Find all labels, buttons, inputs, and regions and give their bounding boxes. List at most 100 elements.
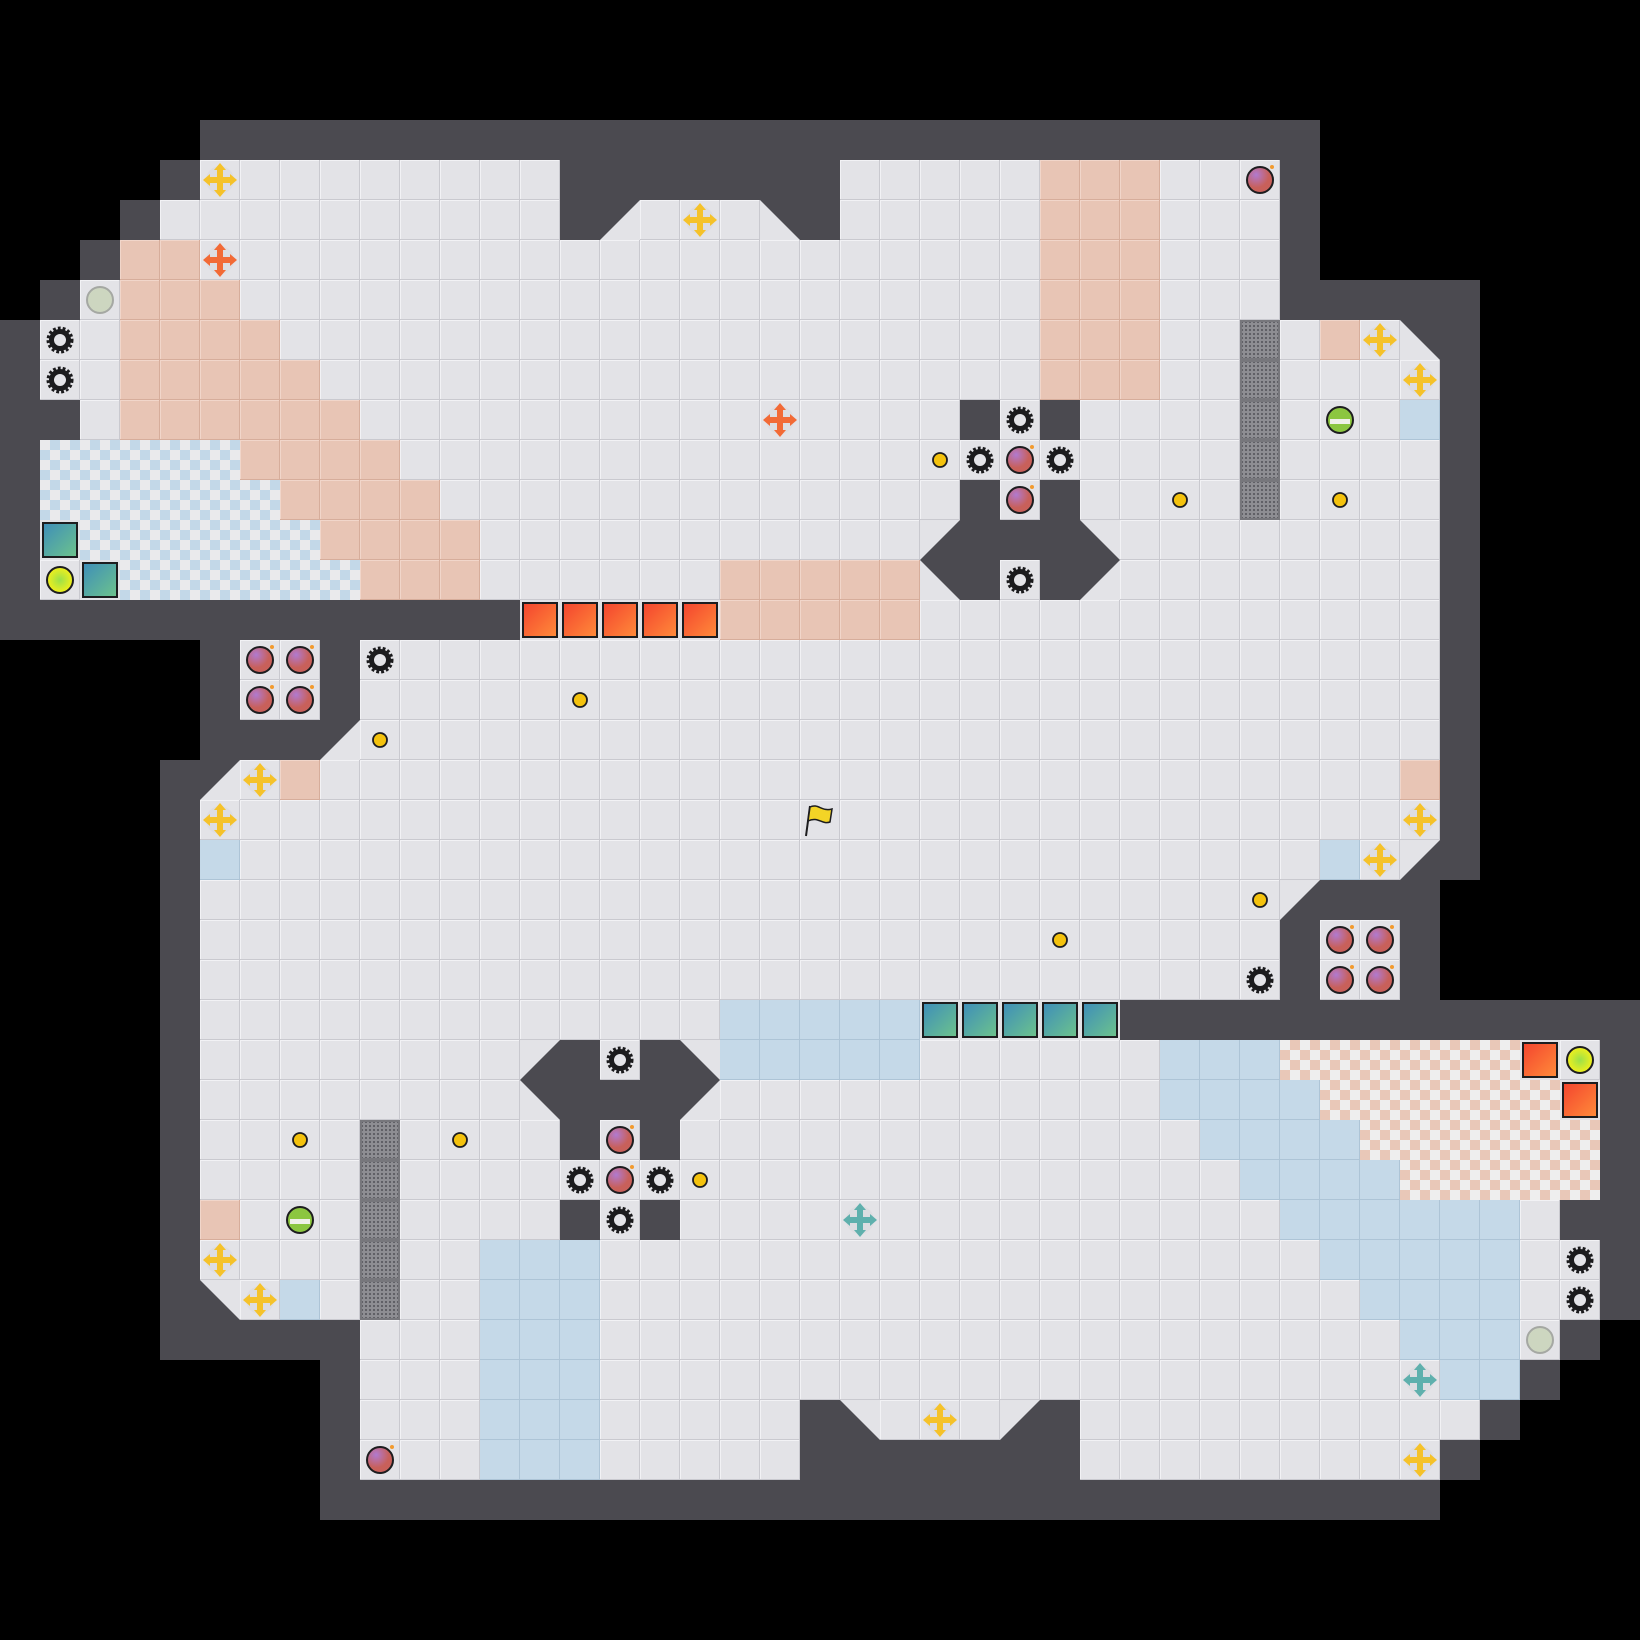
bomb-icon — [600, 1160, 640, 1200]
floor-tile — [1160, 880, 1200, 920]
floor-tile — [720, 840, 760, 880]
floor-tile — [520, 840, 560, 880]
floor-tile — [1280, 520, 1320, 560]
floor-tile — [1000, 360, 1040, 400]
blue-floor-tile — [520, 1240, 560, 1280]
floor-tile — [520, 920, 560, 960]
wall — [800, 200, 840, 240]
metal-grate-tile — [1240, 320, 1280, 360]
blue-floor-tile — [1320, 1120, 1360, 1160]
peach-floor-tile — [1120, 160, 1160, 200]
bomb-icon — [600, 1120, 640, 1160]
floor-tile — [600, 440, 640, 480]
metal-grate-tile — [360, 1200, 400, 1240]
coin-icon[interactable] — [1240, 880, 1280, 920]
floor-tile — [960, 880, 1000, 920]
floor-tile — [1120, 1320, 1160, 1360]
peach-checker-tile — [1560, 1160, 1600, 1200]
floor-tile — [1200, 440, 1240, 480]
floor-tile — [640, 680, 680, 720]
floor-tile — [1240, 920, 1280, 960]
coin-icon[interactable] — [440, 1120, 480, 1160]
wall — [0, 440, 40, 480]
coin-icon[interactable] — [920, 440, 960, 480]
floor-tile — [1120, 880, 1160, 920]
wall — [1400, 280, 1440, 320]
wall — [120, 200, 160, 240]
blue-checker-tile — [80, 480, 120, 520]
floor-tile — [1400, 440, 1440, 480]
peach-checker-tile — [1400, 1120, 1440, 1160]
floor-tile — [480, 400, 520, 440]
floor-tile — [920, 360, 960, 400]
floor-tile — [1320, 1280, 1360, 1320]
yellow-orb-icon — [40, 560, 80, 600]
gray-circle-icon — [1520, 1320, 1560, 1360]
floor-tile — [880, 1360, 920, 1400]
wall — [1240, 1480, 1280, 1520]
coin-icon[interactable] — [280, 1120, 320, 1160]
wall — [160, 880, 200, 920]
bomb-icon — [280, 640, 320, 680]
floor-tile — [640, 1280, 680, 1320]
floor-tile — [1040, 600, 1080, 640]
coin-icon[interactable] — [560, 680, 600, 720]
wall — [1280, 160, 1320, 200]
coin-icon[interactable] — [360, 720, 400, 760]
floor-tile — [680, 880, 720, 920]
coin-icon[interactable] — [680, 1160, 720, 1200]
red-block — [1520, 1040, 1560, 1080]
blue-checker-tile — [240, 520, 280, 560]
peach-checker-tile — [1480, 1160, 1520, 1200]
floor-tile — [840, 240, 880, 280]
floor-tile — [480, 720, 520, 760]
wall — [840, 1440, 880, 1480]
floor-tile — [1080, 800, 1120, 840]
floor-tile — [560, 480, 600, 520]
floor-tile — [520, 160, 560, 200]
wall — [80, 240, 120, 280]
peach-floor-tile — [1040, 280, 1080, 320]
coin-icon[interactable] — [1160, 480, 1200, 520]
blue-floor-tile — [560, 1320, 600, 1360]
wall — [640, 1080, 680, 1120]
floor-tile — [1160, 720, 1200, 760]
floor-tile — [600, 680, 640, 720]
floor-tile — [1000, 800, 1040, 840]
floor-tile — [800, 1320, 840, 1360]
floor-tile — [920, 1160, 960, 1200]
floor-tile — [1080, 640, 1120, 680]
floor-tile — [1320, 560, 1360, 600]
floor-tile — [800, 440, 840, 480]
floor-tile — [520, 640, 560, 680]
floor-tile — [1280, 1320, 1320, 1360]
coin-icon[interactable] — [1040, 920, 1080, 960]
peach-floor-tile — [160, 280, 200, 320]
floor-tile — [960, 160, 1000, 200]
floor-tile — [1360, 640, 1400, 680]
floor-tile — [920, 1280, 960, 1320]
wall — [960, 1480, 1000, 1520]
coin-icon[interactable] — [1320, 480, 1360, 520]
peach-floor-tile — [1080, 320, 1120, 360]
floor-tile — [680, 280, 720, 320]
floor-tile — [800, 1240, 840, 1280]
red-block — [560, 600, 600, 640]
floor-tile — [1200, 200, 1240, 240]
blue-floor-tile — [1320, 1160, 1360, 1200]
wall — [960, 520, 1000, 560]
peach-checker-tile — [1440, 1040, 1480, 1080]
peach-checker-tile — [1520, 1160, 1560, 1200]
blue-floor-tile — [1400, 1240, 1440, 1280]
peach-checker-tile — [1480, 1120, 1520, 1160]
floor-tile — [280, 240, 320, 280]
floor-tile — [920, 240, 960, 280]
wall — [1440, 800, 1480, 840]
floor-tile — [1400, 640, 1440, 680]
floor-tile — [840, 360, 880, 400]
floor-tile — [960, 680, 1000, 720]
yellow-cross-arrows-icon — [1400, 360, 1440, 400]
flag-icon[interactable] — [800, 800, 840, 840]
blue-floor-tile — [560, 1280, 600, 1320]
blue-checker-tile — [160, 560, 200, 600]
